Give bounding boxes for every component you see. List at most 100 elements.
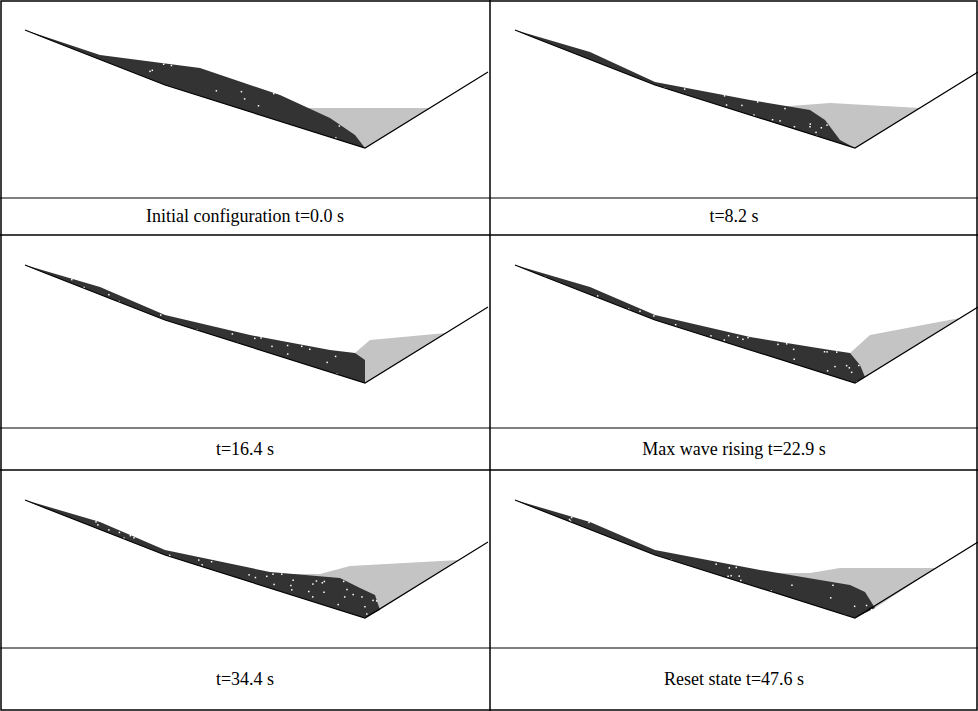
particle-gap [260, 337, 262, 339]
particle-gap [372, 600, 374, 602]
landslide-panel [515, 500, 978, 618]
particle-gap [710, 335, 712, 337]
particle-gap [316, 580, 318, 582]
particle-gap [727, 576, 729, 578]
particle-gap [95, 521, 97, 523]
particle-gap [724, 95, 726, 97]
caption-text: Initial configuration t=0.0 s [146, 206, 344, 227]
panel-caption: t=8.2 s [490, 199, 978, 234]
particle-gap [287, 345, 289, 347]
particle-gap [728, 335, 730, 337]
particle-gap [851, 372, 853, 374]
particle-gap [846, 365, 848, 367]
landslide-mass [25, 500, 380, 618]
landslide-mass [25, 265, 365, 383]
caption-text: t=16.4 s [216, 439, 274, 460]
particle-gap [736, 567, 738, 569]
particle-gap [149, 71, 151, 73]
particle-gap [793, 349, 795, 351]
particle-gap [777, 344, 779, 346]
particle-gap [201, 564, 203, 566]
particle-gap [866, 605, 868, 607]
particle-gap [794, 126, 796, 128]
particle-gap [836, 351, 838, 353]
particle-gap [810, 123, 812, 125]
particle-gap [742, 339, 744, 341]
particle-gap [255, 577, 257, 579]
particle-gap [737, 337, 739, 339]
particle-gap [290, 585, 292, 587]
particle-gap [232, 333, 234, 335]
particle-gap [339, 125, 341, 127]
particle-gap [108, 529, 110, 531]
particle-gap [779, 120, 781, 122]
particle-gap [772, 119, 774, 121]
particle-gap [324, 581, 326, 583]
particle-gap [271, 346, 273, 348]
particle-gap [323, 591, 325, 593]
particle-gap [821, 127, 823, 128]
particle-gap [337, 604, 339, 606]
particle-gap [597, 295, 599, 297]
particle-gap [715, 563, 717, 565]
particle-gap [684, 88, 686, 90]
panel-caption: t=16.4 s [0, 429, 490, 469]
particle-gap [312, 583, 314, 585]
particle-gap [824, 351, 826, 353]
particle-gap [281, 573, 283, 575]
particle-gap [726, 104, 728, 106]
particle-gap [244, 98, 246, 100]
particle-gap [747, 337, 749, 339]
particle-gap [849, 367, 851, 369]
particle-gap [871, 609, 873, 611]
particle-gap [858, 365, 860, 367]
particle-gap [639, 310, 641, 312]
particle-gap [308, 591, 310, 593]
particle-gap [119, 532, 121, 534]
particle-gap [352, 594, 354, 596]
particle-gap [108, 294, 110, 296]
particle-gap [258, 105, 260, 107]
landslide-panel [25, 500, 488, 618]
particle-gap [757, 101, 759, 103]
particle-gap [827, 370, 829, 372]
particle-gap [834, 366, 836, 368]
particle-gap [588, 522, 590, 524]
particle-gap [248, 574, 250, 576]
particle-gap [97, 524, 99, 526]
landslide-panel [515, 30, 978, 148]
landslide-mass [515, 30, 855, 148]
particle-gap [793, 358, 795, 360]
particle-gap [312, 596, 314, 598]
particle-gap [335, 356, 337, 358]
particle-gap [287, 353, 289, 355]
terrain-profile [515, 265, 978, 383]
particle-gap [322, 582, 324, 584]
particle-gap [71, 279, 73, 281]
particle-gap [791, 584, 793, 586]
particle-gap [675, 324, 677, 326]
particle-gap [724, 339, 726, 341]
particle-gap [738, 575, 740, 577]
particle-gap [854, 606, 856, 608]
terrain-profile [515, 30, 978, 148]
panel-caption: Initial configuration t=0.0 s [0, 199, 490, 234]
particle-gap [163, 63, 165, 65]
landslide-panel [25, 265, 488, 383]
particle-gap [830, 597, 832, 599]
particle-gap [130, 535, 132, 537]
particle-gap [343, 581, 345, 583]
particle-gap [344, 596, 346, 598]
caption-text: t=34.4 s [216, 669, 274, 690]
particle-gap [741, 105, 743, 107]
particle-gap [301, 346, 303, 348]
particle-gap [784, 108, 786, 110]
particle-gap [730, 575, 732, 577]
landslide-mass [25, 30, 365, 148]
particle-gap [786, 343, 788, 345]
landslide-panel [515, 265, 978, 383]
particle-gap [273, 584, 275, 586]
particle-gap [653, 315, 655, 317]
particle-gap [569, 519, 571, 521]
